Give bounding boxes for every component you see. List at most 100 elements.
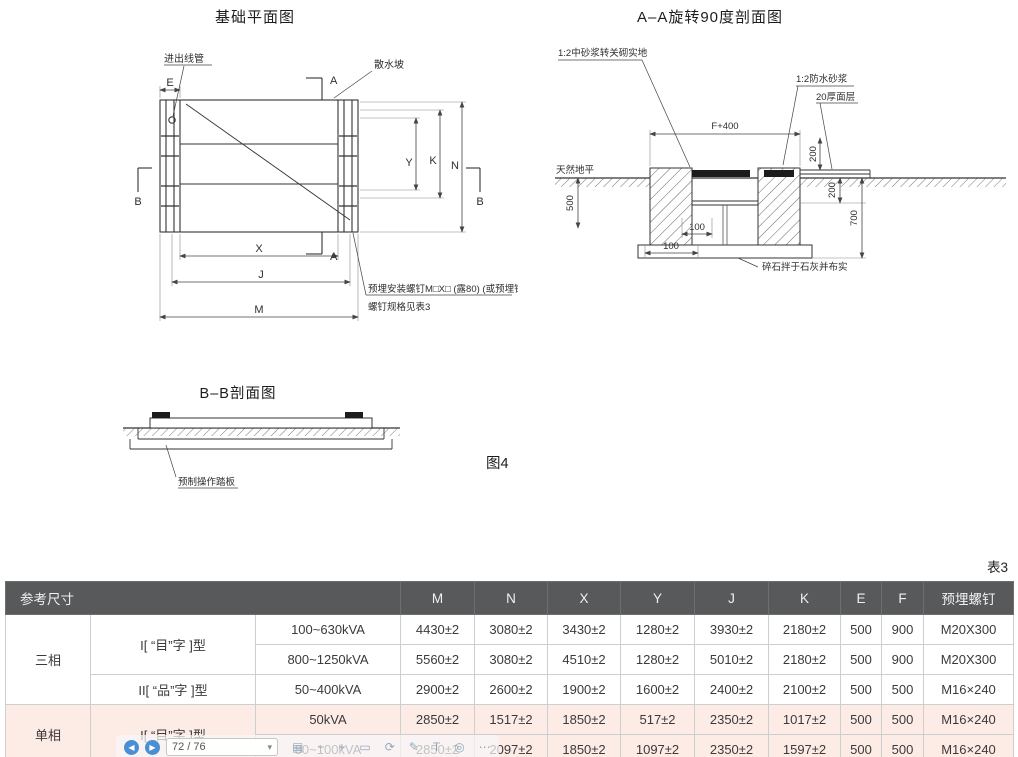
table-cell: 2400±2	[694, 674, 770, 705]
dim-label-200-right: 200	[827, 182, 838, 198]
edit-annotation-icon[interactable]: ✎	[408, 740, 419, 754]
table-cell: 1597±2	[768, 734, 842, 757]
column-header-x: X	[547, 581, 622, 615]
bolt-note-line1: 预埋安装螺钉M□X□ (露80) (或预埋钢板)	[368, 283, 518, 295]
inlet-pipe-label: 进出线管	[164, 52, 204, 65]
table-cell: 1600±2	[620, 674, 696, 705]
kva-cell: 100~630kVA	[254, 614, 402, 645]
table-cell: 500	[840, 734, 883, 757]
thumbnail-panel-icon[interactable]: ▤	[292, 740, 304, 754]
table-cell: M16×240	[923, 704, 1015, 735]
section-mark-b-right: B	[476, 196, 483, 208]
column-header-m: M	[400, 581, 476, 615]
figure-number: 图4	[486, 456, 509, 472]
table-cell: M16×240	[923, 674, 1015, 705]
type-cell: I[ “目”字 ]型	[90, 614, 256, 675]
table-cell: 500	[840, 704, 883, 735]
section-bb-title: B–B剖面图	[199, 386, 277, 402]
previous-page-button[interactable]: ◀	[124, 739, 139, 755]
table-cell: 4510±2	[547, 644, 622, 675]
table-cell: 2850±2	[400, 704, 476, 735]
column-header-ref: 参考尺寸	[4, 581, 402, 615]
waterproof-mortar-label: 1:2防水砂浆	[796, 73, 848, 85]
table-cell: 1280±2	[620, 614, 696, 645]
text-select-icon[interactable]: T	[432, 740, 441, 754]
table-cell: M20X300	[923, 644, 1015, 675]
column-header-bolt: 预埋螺钉	[923, 581, 1015, 615]
table-cell: 1517±2	[474, 704, 549, 735]
plan-extension-lines	[159, 86, 466, 321]
next-page-button[interactable]: ▶	[145, 739, 160, 755]
zoom-out-icon[interactable]: −	[317, 740, 325, 754]
section-mark-a-bottom: A	[330, 251, 338, 263]
table-cell: 2900±2	[400, 674, 476, 705]
toolbar-icons: ▤ − + ▭ ⟳ ✎ T ◎ ⋯	[292, 740, 491, 754]
table-cell: 500	[881, 674, 925, 705]
page-number-field[interactable]: 72 / 76 ▾	[166, 738, 278, 756]
dim-label-200-top: 200	[808, 146, 819, 162]
table-cell: 2100±2	[768, 674, 842, 705]
table-cell: 1097±2	[620, 734, 696, 757]
dim-label-x: X	[255, 243, 263, 255]
bb-structure	[123, 412, 400, 489]
spec-table: 参考尺寸 M N X Y J K E F 预埋螺钉 三相 I[ “目”字 ]型 …	[4, 581, 1015, 757]
rotate-page-icon[interactable]: ⟳	[384, 740, 395, 754]
table-cell: 900	[881, 644, 925, 675]
table-cell: 3430±2	[547, 614, 622, 645]
column-header-f: F	[881, 581, 925, 615]
dim-label-y: Y	[405, 157, 413, 169]
more-tools-icon[interactable]: ⋯	[478, 740, 491, 754]
column-header-e: E	[840, 581, 883, 615]
plan-dimension-lines	[159, 87, 465, 320]
pdf-floating-toolbar: ◀ ▶ 72 / 76 ▾ ▤ − + ▭ ⟳ ✎ T ◎ ⋯	[116, 735, 499, 757]
section-aa-title: A–A旋转90度剖面图	[636, 9, 784, 26]
dim-label-100a: 100	[689, 222, 705, 233]
table-cell: 1280±2	[620, 644, 696, 675]
find-icon[interactable]: ◎	[454, 740, 465, 754]
phase-cell: 三相	[5, 614, 91, 705]
table-row: II[ “品”字 ]型 50~400kVA 2900±2 2600±2 1900…	[6, 674, 1015, 705]
section-bb-drawing: 预制操作踏板	[123, 412, 400, 489]
gravel-note-label: 碎石拌于石灰并布实	[762, 261, 848, 273]
table-cell: 2180±2	[768, 614, 842, 645]
table-cell: 500	[840, 674, 883, 705]
dim-label-100b: 100	[663, 241, 679, 252]
anchor-bolt-marks	[161, 135, 357, 207]
table-cell: 517±2	[620, 704, 696, 735]
zoom-in-icon[interactable]: +	[338, 740, 346, 754]
section-leaders	[558, 59, 858, 268]
table-cell: 1850±2	[547, 704, 622, 735]
dim-label-e: E	[166, 77, 173, 89]
type-cell: II[ “品”字 ]型	[90, 674, 256, 705]
column-header-n: N	[474, 581, 549, 615]
table-cell: 500	[840, 614, 883, 645]
table-cell: 1017±2	[768, 704, 842, 735]
dim-label-f400: F+400	[711, 121, 738, 132]
dim-label-500: 500	[565, 195, 576, 211]
table-cell: 3080±2	[474, 644, 549, 675]
fit-page-icon[interactable]: ▭	[359, 740, 371, 754]
kva-cell: 800~1250kVA	[254, 644, 402, 675]
tread-label: 预制操作踏板	[178, 476, 236, 488]
table-cell: 5010±2	[694, 644, 770, 675]
table-cell: 3930±2	[694, 614, 770, 645]
plan-title: 基础平面图	[214, 9, 295, 26]
table-cell: 2180±2	[768, 644, 842, 675]
table-cell: 5560±2	[400, 644, 476, 675]
chevron-down-icon[interactable]: ▾	[267, 741, 272, 752]
table-header-row: 参考尺寸 M N X Y J K E F 预埋螺钉	[4, 581, 1015, 615]
section-mark-a-top: A	[330, 75, 338, 87]
plan-leaders	[164, 64, 512, 296]
column-header-k: K	[768, 581, 842, 615]
section-cut-marks	[137, 77, 481, 255]
dim-label-j: J	[258, 269, 264, 281]
plan-outline	[159, 99, 359, 233]
table-cell: 1900±2	[547, 674, 622, 705]
kva-cell: 50~400kVA	[254, 674, 402, 705]
apron-label: 散水坡	[374, 58, 404, 71]
kva-cell: 50kVA	[254, 704, 402, 735]
bolt-note-line2: 螺钉规格见表3	[368, 301, 430, 313]
section-mark-b-left: B	[134, 196, 141, 208]
section-structure	[555, 167, 1006, 259]
